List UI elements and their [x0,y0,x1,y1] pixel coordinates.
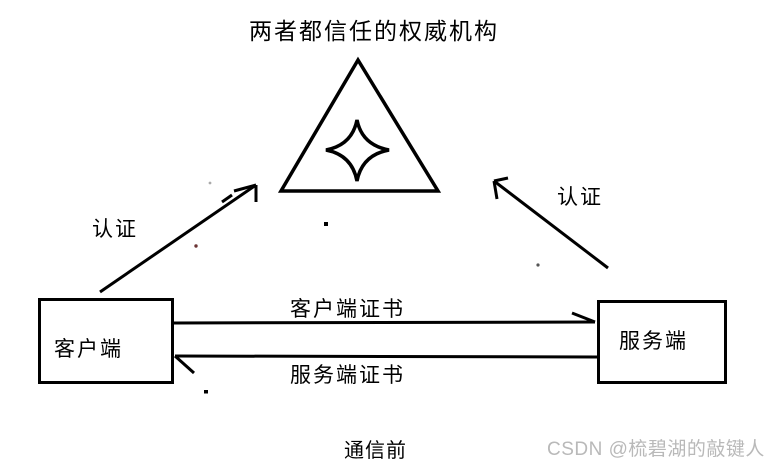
trust-authority-triangle [277,56,442,193]
client-node: 客户端 [38,298,174,384]
star-icon [325,119,390,182]
client-cert-arrow [173,311,596,325]
csdn-watermark: CSDN @梳碧湖的敲键人 [547,439,765,460]
diagram-caption: 通信前 [344,440,407,462]
client-node-label: 客户端 [54,338,123,361]
client-auth-label: 认证 [92,218,138,241]
client-auth-arrow [99,183,258,294]
server-cert-label: 服务端证书 [290,364,405,387]
stray-dot [204,390,208,394]
server-auth-arrow [492,176,609,270]
stray-dot [536,263,540,267]
server-node-label: 服务端 [619,330,688,353]
stray-dot [194,244,198,248]
server-cert-arrow [173,354,598,375]
client-cert-label: 客户端证书 [290,298,405,321]
server-node: 服务端 [597,300,727,384]
stray-dots [194,181,540,394]
page-title: 两者都信任的权威机构 [249,18,499,44]
stray-dot [208,181,212,185]
server-auth-label: 认证 [557,186,603,209]
stray-dot [324,222,328,226]
